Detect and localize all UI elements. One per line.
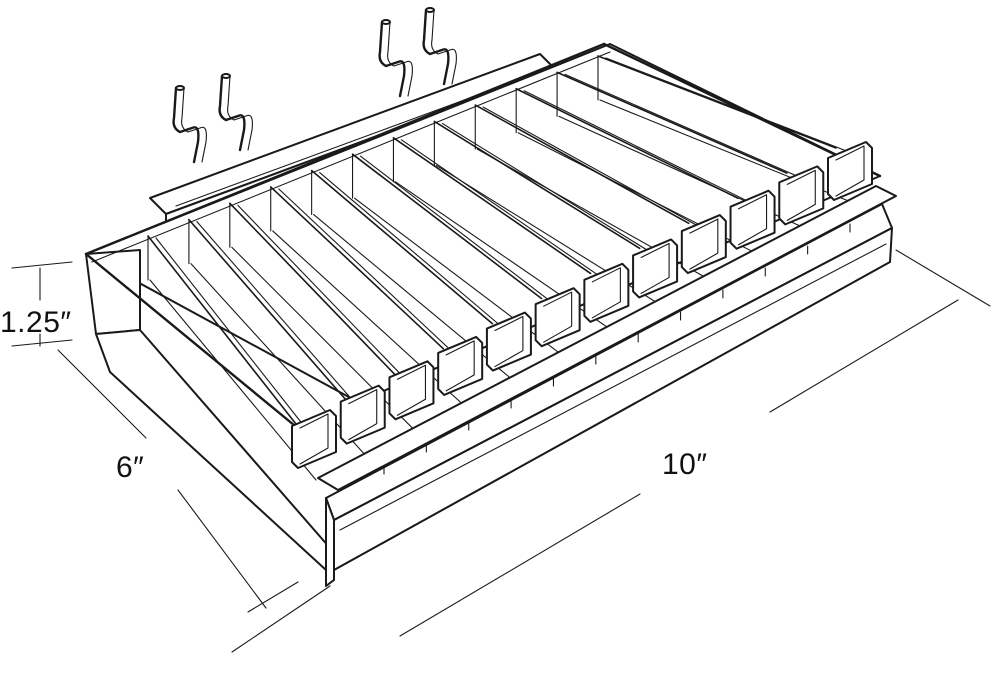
pusher-tab [339, 384, 386, 445]
peg-hook-icon [218, 73, 253, 152]
depth-dimension-label: 6″ [116, 451, 145, 484]
rail-tick-marks [383, 223, 851, 475]
pusher-tab [632, 238, 679, 299]
dimension-lines [11, 249, 991, 653]
width-guide-left [399, 493, 641, 637]
pusher-tab [729, 189, 776, 250]
pusher-tabs [291, 141, 873, 469]
pusher-tab [388, 360, 435, 421]
height-guide-bottom [11, 339, 73, 347]
depth-guide-lower [177, 489, 267, 609]
back-wall-top [84, 42, 606, 256]
width-tick-right [895, 249, 991, 307]
pusher-tab [680, 214, 727, 275]
front-label-rail [317, 185, 897, 587]
peg-hook-icon [172, 85, 207, 164]
peg-hook-icon [422, 7, 457, 86]
width-guide-right [769, 299, 959, 413]
peg-hook-icon [378, 19, 413, 98]
back-wall-inner [91, 51, 611, 263]
width-dimension-label: 10″ [662, 448, 708, 481]
pusher-tab [534, 287, 581, 348]
right-wall-top [602, 42, 882, 178]
pusher-tab [437, 335, 484, 396]
depth-tick [247, 581, 299, 613]
left-wall-top [84, 252, 302, 432]
pusher-tab [583, 262, 630, 323]
divider-panel [147, 235, 317, 481]
height-guide-top [11, 261, 73, 269]
pusher-tab [778, 165, 825, 226]
depth-guide-upper [57, 349, 147, 439]
peg-hooks [172, 7, 457, 164]
pusher-tab [485, 311, 532, 372]
pusher-tab [827, 141, 873, 201]
pusher-tab [291, 409, 337, 469]
tray-body [84, 42, 897, 587]
width-tick-left [231, 585, 331, 653]
height-dimension-label: 1.25″ [0, 306, 72, 339]
